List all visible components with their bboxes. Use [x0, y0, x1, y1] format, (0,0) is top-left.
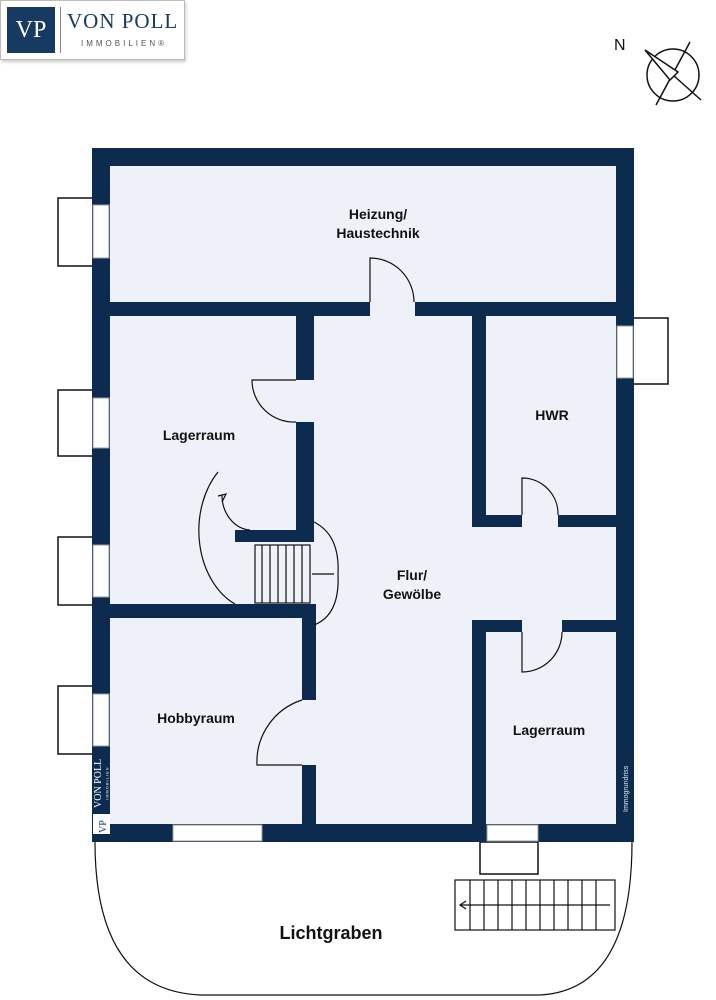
lichtgraben-outline — [94, 841, 633, 996]
room-label-flur-1: Flur/ — [397, 567, 427, 583]
room-label-hobbyraum: Hobbyraum — [157, 710, 235, 726]
logo-divider — [60, 7, 61, 53]
watermark-sub: IMMOBILIEN — [105, 766, 110, 800]
logo-sub: IMMOBILIEN® — [81, 39, 168, 48]
wall-watermark-logo: VP VON POLL IMMOBILIEN — [93, 759, 110, 834]
room-label-flur-2: Gewölbe — [383, 586, 442, 602]
room-label-hwr: HWR — [535, 407, 568, 423]
compass-north-label: N — [614, 37, 626, 54]
room-label-lagerraum-2: Lagerraum — [513, 722, 585, 738]
room-label-lagerraum-1: Lagerraum — [163, 427, 235, 443]
room-label-heizung-1: Heizung/ — [349, 206, 407, 222]
logo-name: VON POLL — [67, 9, 179, 33]
room-label-heizung-2: Haustechnik — [336, 225, 419, 241]
room-label-lichtgraben: Lichtgraben — [279, 923, 382, 943]
watermark-mark-box — [93, 814, 110, 834]
von-poll-logo: VP VON POLL IMMOBILIEN® — [0, 0, 185, 60]
watermark-mark: VP — [98, 820, 109, 833]
compass-icon — [644, 41, 702, 106]
watermark-name: VON POLL — [93, 759, 104, 808]
credit-text: Immogrundriss — [623, 765, 630, 812]
windows — [92, 204, 634, 842]
logo-mark: VP — [7, 7, 55, 53]
staircase — [198, 471, 616, 931]
walls — [92, 148, 634, 842]
floor-area — [92, 148, 634, 842]
doors — [251, 257, 563, 766]
